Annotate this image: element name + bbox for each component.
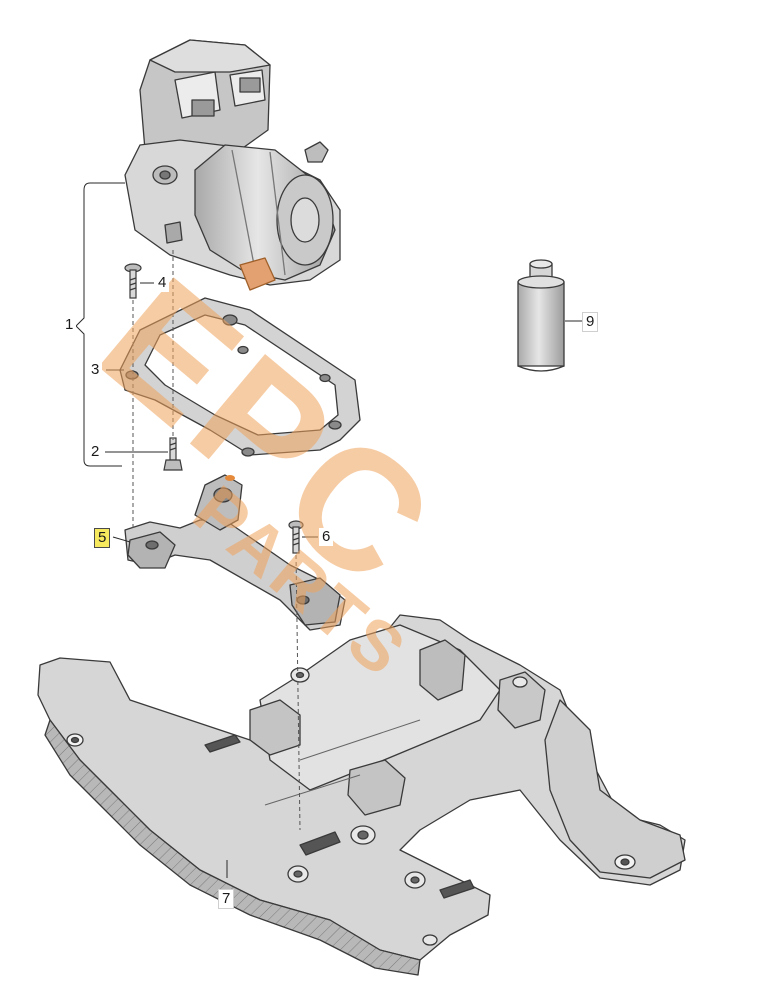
callout-1: 1 bbox=[62, 316, 77, 334]
cylinder-part-9 bbox=[517, 259, 565, 372]
assembly-axes bbox=[132, 250, 301, 831]
bracket-part-5 bbox=[124, 474, 346, 631]
frame-part-3 bbox=[119, 297, 361, 457]
bracket-brace-1 bbox=[75, 182, 125, 467]
bolt-part-6 bbox=[288, 520, 304, 554]
callout-9: 9 bbox=[582, 312, 599, 332]
compressor-part-1 bbox=[124, 39, 341, 291]
bolt-part-2 bbox=[163, 437, 183, 471]
leader-5 bbox=[112, 536, 131, 543]
subframe-part-7 bbox=[37, 614, 686, 976]
callout-5[interactable]: 5 bbox=[94, 528, 111, 548]
callout-2: 2 bbox=[88, 443, 103, 461]
callout-4: 4 bbox=[155, 274, 170, 292]
callout-3: 3 bbox=[88, 361, 103, 379]
callout-6: 6 bbox=[319, 528, 334, 546]
bolt-part-4 bbox=[124, 263, 142, 299]
callout-7: 7 bbox=[218, 889, 235, 909]
